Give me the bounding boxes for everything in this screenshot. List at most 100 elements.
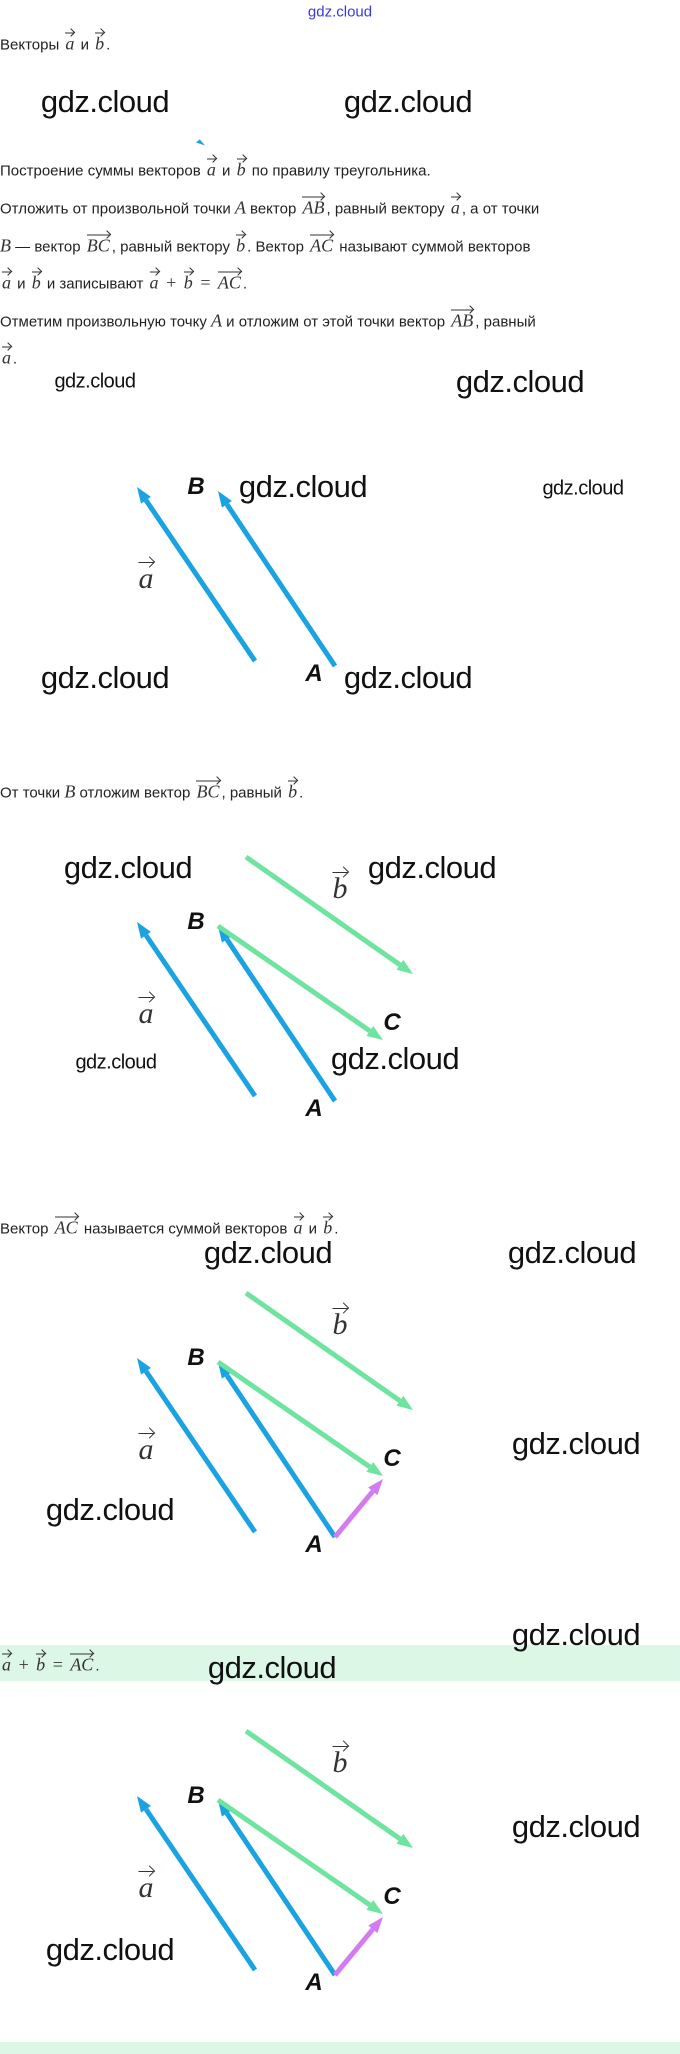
vector-symbol: a — [138, 1867, 154, 1905]
vector-symbol: b — [236, 156, 246, 181]
vector-diagram — [137, 1290, 413, 1539]
vector-b-arrow — [244, 854, 413, 974]
vector-a-arrow — [137, 487, 258, 663]
vectors-intro: Векторы a и b. — [0, 30, 110, 55]
watermark: gdz.cloud — [75, 1051, 157, 1074]
vector-symbol: a — [206, 156, 216, 181]
vector-symbol: b — [36, 1651, 46, 1676]
vector-symbol: b — [183, 269, 193, 294]
point-b-label: B — [187, 1344, 205, 1371]
vector-a-label: a — [137, 1429, 156, 1467]
watermark: gdz.cloud — [45, 1932, 175, 1967]
text-segment: называют суммой векторов — [335, 238, 531, 256]
vector-symbol: AC — [54, 1214, 78, 1239]
vector-a-arrow — [137, 922, 258, 1098]
math-symbol: = — [194, 272, 216, 293]
text-segment: и — [76, 36, 94, 54]
text-segment: , равный вектору — [111, 238, 235, 256]
vector-b-arrow — [244, 1290, 413, 1410]
math-symbol: B — [64, 781, 76, 802]
math-symbol: B — [0, 235, 11, 256]
math-symbol: A — [211, 310, 222, 331]
watermark: gdz.cloud — [542, 477, 624, 500]
vector-symbol: b — [236, 232, 246, 257]
vector-b-label: b — [331, 1304, 350, 1342]
vector-symbol: a — [2, 269, 11, 294]
header-watermark-link[interactable]: gdz.cloud — [307, 3, 373, 21]
text-segment: . — [334, 1220, 339, 1238]
vector-ab-arrow — [218, 1800, 338, 1977]
text-segment: . Вектор — [247, 238, 309, 256]
watermark: gdz.cloud — [40, 660, 170, 695]
text-segment: и — [304, 1220, 322, 1238]
point-b-label: B — [187, 1782, 205, 1809]
vector-a-label: a — [137, 558, 156, 596]
bottom-highlight — [0, 2042, 680, 2054]
text-segment: Построение суммы векторов — [0, 162, 205, 180]
watermark: gdz.cloud — [330, 1041, 460, 1076]
text-segment: и — [13, 275, 30, 293]
vector-symbol: AB — [302, 194, 325, 219]
watermark: gdz.cloud — [63, 850, 193, 885]
text-segment: вектор — [245, 200, 301, 218]
watermark: gdz.cloud — [511, 1426, 641, 1461]
vector-ac-arrow — [333, 1479, 383, 1539]
text-segment: — вектор — [11, 238, 85, 256]
watermark: gdz.cloud — [507, 1235, 637, 1270]
vector-symbol: a — [65, 30, 75, 55]
vector-bc-arrow — [216, 1359, 383, 1476]
text-segment: От точки — [0, 784, 65, 802]
vector-a-arrow — [137, 1358, 258, 1534]
watermark: gdz.cloud — [54, 370, 136, 393]
vector-symbol: AB — [451, 307, 474, 332]
vector-symbol: b — [323, 1214, 333, 1239]
vector-symbol: AC — [217, 269, 241, 294]
vector-symbol: a — [138, 1429, 154, 1467]
rule-line-2: B — вектор BC, равный вектору b. Вектор … — [0, 232, 530, 257]
rule-line-1: Отложить от произвольной точки A вектор … — [0, 194, 539, 219]
result-formula: a + b = AC. — [0, 1651, 100, 1676]
watermark: gdz.cloud — [207, 1650, 337, 1685]
point-a-label: A — [305, 1969, 323, 1996]
watermark: gdz.cloud — [455, 364, 585, 399]
text-segment: и отложим от этой точки вектор — [222, 313, 450, 331]
text-segment: , равный вектору — [326, 200, 449, 218]
step1-line-1: Отметим произвольную точку A и отложим о… — [0, 307, 536, 332]
vector-symbol: BC — [86, 232, 110, 257]
vector-symbol: AC — [310, 232, 334, 257]
point-c-label: C — [383, 1009, 401, 1036]
point-b-label: B — [187, 908, 205, 935]
vector-diagram — [137, 1728, 413, 1977]
vector-symbol: b — [332, 868, 348, 906]
text-segment: Отметим произвольную точку — [0, 313, 211, 331]
text-segment: . — [13, 350, 18, 368]
vector-symbol: a — [138, 558, 154, 596]
text-segment: отложим вектор — [75, 784, 195, 802]
math-symbol: = — [47, 1654, 69, 1675]
rule-line-3: a и b и записывают a + b = AC. — [0, 269, 247, 294]
math-symbol: + — [13, 1654, 35, 1675]
text-segment: называется суммой векторов — [79, 1220, 292, 1238]
vector-b-label: b — [331, 1742, 350, 1780]
point-a-label: A — [305, 1531, 323, 1558]
vector-b-arrow — [244, 1728, 413, 1848]
text-segment: , равный — [475, 313, 536, 331]
text-segment: Отложить от произвольной точки — [0, 200, 235, 218]
step1-line-2: a. — [0, 344, 17, 369]
vector-symbol: b — [95, 30, 105, 55]
text-segment: , равный — [221, 784, 287, 802]
vector-bc-arrow — [216, 923, 383, 1040]
vector-symbol: a — [293, 1214, 303, 1239]
vector-symbol: a — [149, 269, 159, 294]
step2-text: От точки B отложим вектор BC, равный b. — [0, 778, 303, 803]
point-c-label: C — [383, 1445, 401, 1472]
vector-symbol: a — [138, 993, 154, 1031]
vector-symbol: a — [2, 1651, 11, 1676]
vector-a-arrow — [137, 1796, 258, 1972]
watermark: gdz.cloud — [511, 1809, 641, 1844]
vector-diagram — [137, 487, 338, 668]
result-highlight — [0, 1645, 680, 1681]
